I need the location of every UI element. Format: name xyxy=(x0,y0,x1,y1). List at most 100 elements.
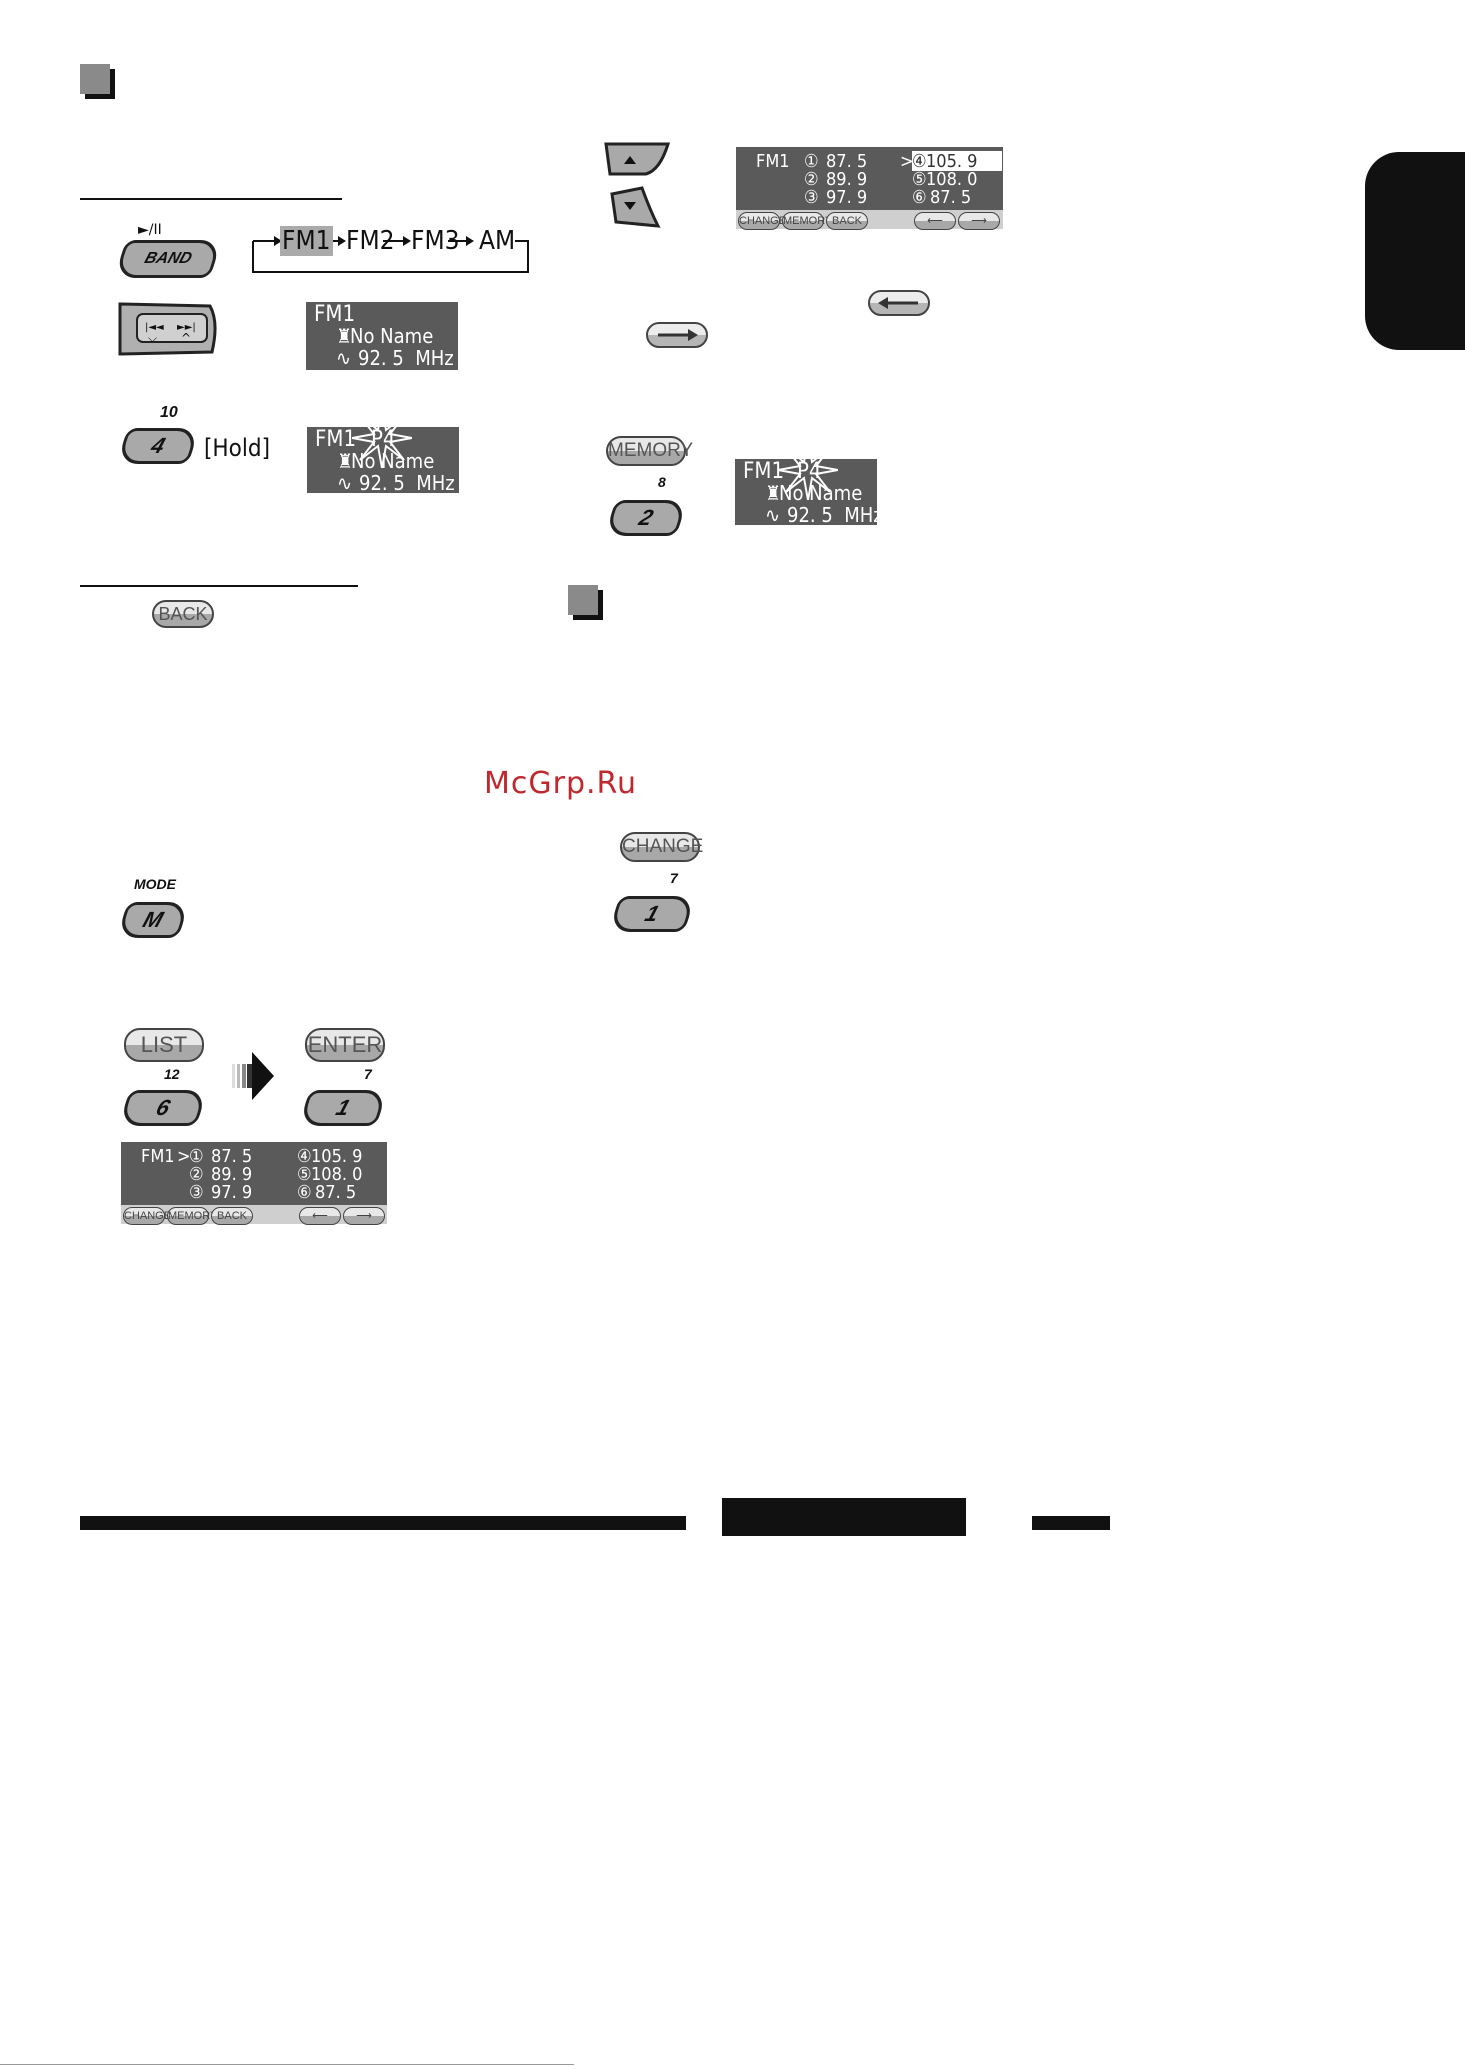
list-preset-freq: 108. 0 xyxy=(311,1164,363,1185)
hold-label: [Hold] xyxy=(204,434,271,462)
list-change-button[interactable]: CHANGE xyxy=(738,212,786,230)
station-icon: ♜ xyxy=(765,481,782,505)
mode-button[interactable]: M xyxy=(116,902,190,938)
list-button[interactable]: LIST xyxy=(124,1028,204,1062)
footer-bar-right xyxy=(1032,1516,1110,1530)
list-back-button[interactable]: BACK xyxy=(826,212,868,230)
frequency-icon: ∿ xyxy=(337,471,353,495)
preset-list-display-selected: FM1 ① 87. 5 ② 89. 9 ③ 97. 9 > ④ 105. 9 ⑤… xyxy=(736,147,1003,230)
mode-key-face: M xyxy=(139,907,167,932)
flash-starburst-icon xyxy=(778,440,838,500)
mode-label: MODE xyxy=(134,876,176,892)
change-button[interactable]: CHANGE xyxy=(620,832,703,862)
preset-key-1[interactable]: 1 xyxy=(298,1090,388,1126)
list-preset-num: ⑤ xyxy=(297,1164,312,1185)
list-preset-freq: 105. 9 xyxy=(926,151,978,172)
band-key-label: BAND xyxy=(142,250,195,267)
list-left-arrow-button[interactable]: ⟵ xyxy=(299,1207,341,1225)
down-key xyxy=(610,186,661,228)
key4-face: 4 xyxy=(147,433,169,458)
preset-key-1b[interactable]: 1 xyxy=(608,896,696,932)
bottom-rule xyxy=(0,2064,574,2065)
list-preset-num: ② xyxy=(804,169,819,190)
language-tab xyxy=(1365,152,1465,350)
list-preset-freq: 89. 9 xyxy=(211,1164,253,1185)
key1b-face: 1 xyxy=(641,901,663,926)
flash-starburst-icon xyxy=(352,408,412,468)
watermark: McGrp.Ru xyxy=(484,766,638,801)
list-preset-freq: 97. 9 xyxy=(826,187,868,208)
list-back-button[interactable]: BACK xyxy=(211,1207,253,1225)
footer-bar xyxy=(80,1516,686,1530)
list-preset-num: ① xyxy=(804,151,819,172)
band-cycle-fm3: FM3 xyxy=(411,226,460,256)
heading-rule xyxy=(80,585,358,587)
list-cursor: > xyxy=(177,1146,191,1167)
left-arrow-button[interactable] xyxy=(868,290,930,316)
display-band: FM1 xyxy=(743,459,785,484)
preset-key-2[interactable]: 2 xyxy=(604,500,688,536)
band-button[interactable]: BAND xyxy=(113,240,223,278)
preset-key-6[interactable]: 6 xyxy=(118,1090,208,1126)
display-band: FM1 xyxy=(314,302,356,327)
up-down-keys[interactable] xyxy=(602,140,674,232)
list-cursor: > xyxy=(900,151,914,172)
list-preset-freq: 87. 5 xyxy=(315,1182,357,1203)
selected-highlight xyxy=(912,151,1002,171)
key6-face: 6 xyxy=(152,1095,174,1120)
display-preset-stored: FM1 P4 ♜ No Name ∿ 92. 5 MHz xyxy=(735,459,883,527)
key1-face: 1 xyxy=(332,1095,354,1120)
band-cycle-am: AM xyxy=(479,226,516,256)
next-step-arrow-icon xyxy=(232,1052,274,1100)
section-marker xyxy=(568,585,598,615)
key1b-number: 7 xyxy=(670,870,678,886)
station-icon: ♜ xyxy=(337,449,354,473)
play-pause-symbol: ►/II xyxy=(138,222,162,238)
list-right-arrow-button[interactable]: ⟶ xyxy=(958,212,1000,230)
station-icon: ♜ xyxy=(336,324,353,348)
list-preset-freq: 105. 9 xyxy=(311,1146,363,1167)
memory-button[interactable]: MEMORY xyxy=(606,436,693,466)
section-marker xyxy=(80,64,110,94)
list-preset-freq: 87. 5 xyxy=(826,151,868,172)
down-arrow-icon xyxy=(624,202,636,210)
list-preset-num: ⑤ xyxy=(912,169,927,190)
frequency-icon: ∿ xyxy=(336,346,352,370)
enter-button[interactable]: ENTER xyxy=(305,1028,385,1062)
list-left-arrow-button[interactable]: ⟵ xyxy=(914,212,956,230)
display-preset: FM1 P4 ♜ No Name ∿ 92. 5 MHz xyxy=(307,427,459,495)
preset-key-4[interactable]: 4 xyxy=(116,428,200,464)
footer-page-box xyxy=(722,1498,966,1536)
key2-face: 2 xyxy=(635,505,657,530)
band-cycle-arrows xyxy=(252,236,529,273)
back-button[interactable]: BACK xyxy=(152,600,214,628)
seek-control[interactable]: |◄◄ ►►| ⌵ ^ xyxy=(115,300,220,358)
frequency-icon: ∿ xyxy=(765,503,781,527)
key6-number: 12 xyxy=(164,1066,180,1082)
heading-rule xyxy=(80,198,342,200)
list-preset-num: ② xyxy=(189,1164,204,1185)
list-preset-num: ④ xyxy=(297,1146,312,1167)
band-cycle-fm2: FM2 xyxy=(346,226,395,256)
preset-list-display: FM1 > ① 87. 5 ② 89. 9 ③ 97. 9 ④ 105. 9 ⑤… xyxy=(121,1142,387,1225)
display-frequency: 92. 5 MHz xyxy=(358,346,454,370)
list-right-arrow-button[interactable]: ⟶ xyxy=(343,1207,385,1225)
list-change-button[interactable]: CHANGE xyxy=(123,1207,171,1225)
right-arrow-button[interactable] xyxy=(646,322,708,348)
list-preset-freq: 87. 5 xyxy=(211,1146,253,1167)
list-preset-num: ⑥ xyxy=(297,1182,312,1203)
list-band: FM1 xyxy=(141,1146,175,1167)
list-preset-freq: 108. 0 xyxy=(926,169,978,190)
band-cycle-fm1: FM1 xyxy=(280,226,333,256)
up-icon: ^ xyxy=(181,331,191,345)
list-memory-button[interactable]: MEMORY xyxy=(167,1207,217,1225)
display-band: FM1 xyxy=(315,427,357,452)
display-name: No Name xyxy=(350,324,434,348)
list-preset-num: ③ xyxy=(804,187,819,208)
list-memory-button[interactable]: MEMORY xyxy=(782,212,832,230)
list-preset-freq: 97. 9 xyxy=(211,1182,253,1203)
list-preset-num: ⑥ xyxy=(912,187,927,208)
display-frequency: 92. 5 MHz xyxy=(359,471,455,495)
key2-number: 8 xyxy=(658,474,666,490)
display-frequency: 92. 5 MHz xyxy=(787,503,883,527)
